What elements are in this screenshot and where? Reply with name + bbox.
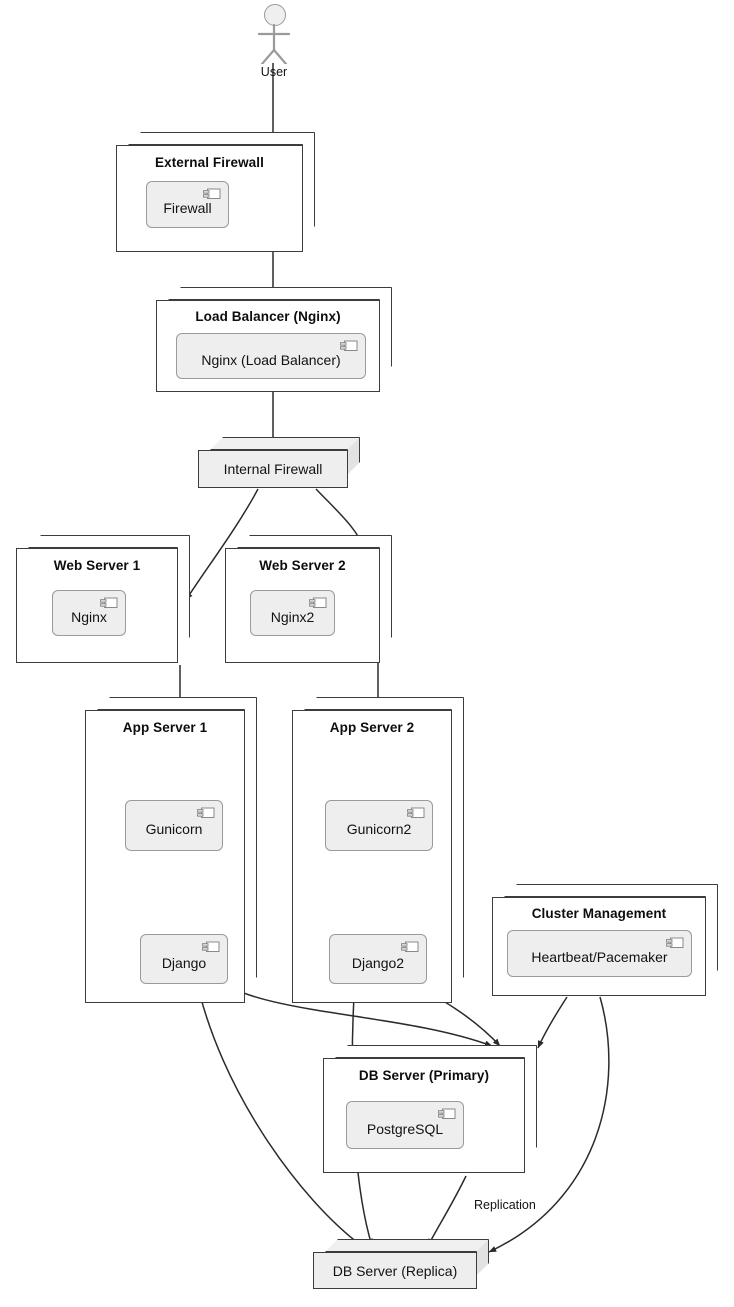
edge-internal-firewall-to-web-server-1	[185, 488, 259, 601]
component-label: Heartbeat/Pacemaker	[531, 949, 668, 965]
node-internal-firewall[interactable]: Internal Firewall	[198, 450, 348, 488]
node-db-server-primary[interactable]: DB Server (Primary) PostgreSQL	[323, 1058, 525, 1173]
component-label: Django2	[351, 954, 405, 971]
edge-heartbeat-to-db-primary	[537, 996, 568, 1049]
component-nginx[interactable]: Nginx	[52, 590, 126, 636]
node-title: DB Server (Replica)	[332, 1262, 458, 1279]
actor-user-label: User	[260, 65, 288, 79]
actor-body-icon	[257, 23, 291, 64]
node-title: Internal Firewall	[223, 461, 323, 477]
component-gunicorn2[interactable]: Gunicorn2	[325, 800, 433, 851]
node-side-facet	[177, 535, 190, 650]
component-icon	[100, 597, 118, 608]
edge-label-replication: Replication	[474, 1198, 536, 1212]
component-label: Django	[161, 954, 207, 971]
node-title: Web Server 2	[259, 558, 346, 573]
component-icon	[197, 807, 215, 818]
node-title: DB Server (Primary)	[358, 1068, 490, 1083]
node-side-facet	[379, 287, 392, 379]
node-load-balancer[interactable]: Load Balancer (Nginx) Nginx (Load Balanc…	[156, 300, 380, 392]
node-web-server-2[interactable]: Web Server 2 Nginx2	[225, 548, 380, 663]
node-side-facet	[244, 697, 257, 990]
edge-heartbeat-to-db-replica	[488, 996, 610, 1253]
node-side-facet	[302, 132, 315, 239]
node-web-server-1[interactable]: Web Server 1 Nginx	[16, 548, 178, 663]
node-top-facet	[237, 535, 392, 548]
component-nginx2[interactable]: Nginx2	[250, 590, 335, 636]
node-db-server-replica[interactable]: DB Server (Replica)	[313, 1252, 477, 1289]
node-side-facet	[524, 1045, 537, 1160]
node-top-facet	[304, 697, 464, 710]
component-django2[interactable]: Django2	[329, 934, 427, 984]
node-title: App Server 2	[329, 720, 415, 735]
node-front-facet	[198, 450, 348, 488]
node-top-facet	[168, 287, 392, 300]
component-icon	[401, 941, 419, 952]
node-app-server-2[interactable]: App Server 2 Gunicorn2 Django2	[292, 710, 452, 1003]
component-icon	[203, 188, 221, 199]
component-label: PostgreSQL	[366, 1120, 444, 1137]
node-top-facet	[97, 697, 257, 710]
node-cluster-management[interactable]: Cluster Management Heartbeat/Pacemaker	[492, 897, 706, 996]
component-icon	[666, 937, 684, 948]
node-top-facet	[325, 1239, 489, 1252]
node-side-facet	[705, 884, 718, 983]
node-top-facet	[128, 132, 315, 145]
component-icon	[340, 340, 358, 351]
node-title: External Firewall	[155, 155, 264, 170]
component-django[interactable]: Django	[140, 934, 228, 984]
component-icon	[407, 807, 425, 818]
component-gunicorn[interactable]: Gunicorn	[125, 800, 223, 851]
actor-user	[252, 4, 296, 64]
node-front-facet	[313, 1252, 477, 1289]
component-label: Nginx2	[270, 608, 315, 625]
component-label: Firewall	[163, 200, 212, 216]
component-firewall[interactable]: Firewall	[146, 181, 229, 228]
node-top-facet	[28, 535, 190, 548]
component-icon	[202, 941, 220, 952]
node-side-facet	[451, 697, 464, 990]
node-title: App Server 1	[122, 720, 208, 735]
node-top-facet	[504, 884, 718, 897]
node-app-server-1[interactable]: App Server 1 Gunicorn Django	[85, 710, 245, 1003]
component-label: Gunicorn	[145, 821, 203, 837]
node-side-facet	[379, 535, 392, 650]
node-title: Web Server 1	[53, 558, 141, 573]
component-icon	[438, 1108, 456, 1119]
node-title: Cluster Management	[531, 906, 667, 921]
node-title: Load Balancer (Nginx)	[195, 309, 341, 324]
component-postgresql[interactable]: PostgreSQL	[346, 1101, 464, 1149]
node-top-facet	[335, 1045, 537, 1058]
component-icon	[309, 597, 327, 608]
component-heartbeat-pacemaker[interactable]: Heartbeat/Pacemaker	[507, 930, 692, 977]
component-nginx-load-balancer[interactable]: Nginx (Load Balancer)	[176, 333, 366, 379]
node-external-firewall[interactable]: External Firewall Firewall	[116, 145, 303, 252]
node-top-facet	[210, 437, 360, 450]
edge-django-to-db-replica	[195, 977, 363, 1247]
edge-db-primary-to-db-replica	[427, 1175, 467, 1247]
component-label: Gunicorn2	[346, 821, 412, 837]
component-label: Nginx (Load Balancer)	[201, 351, 341, 368]
component-label: Nginx	[71, 608, 107, 625]
